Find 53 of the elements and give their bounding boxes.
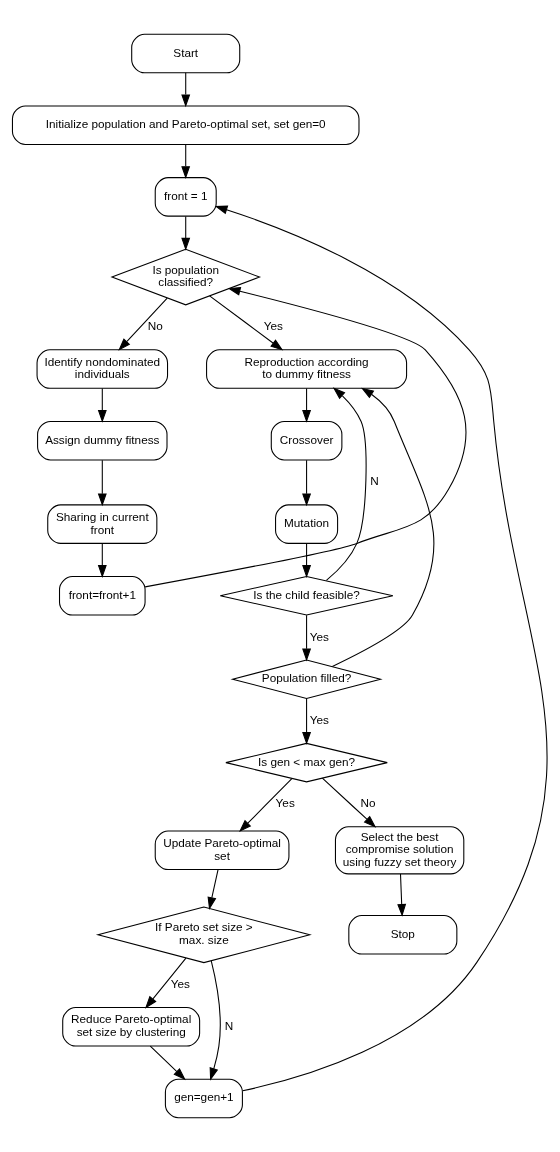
node-box: gen=gen+1 [164, 1078, 243, 1119]
arrow [181, 144, 191, 179]
arrow [97, 542, 107, 578]
arrow [209, 960, 221, 1081]
node-diamond: Is population classified? [110, 248, 262, 306]
arrow [321, 777, 377, 828]
node-diamond: Is gen < max gen? [225, 742, 388, 783]
edge-label: No [147, 319, 163, 333]
edge-label: Yes [309, 629, 329, 643]
node-diamond: If Pareto set size > max. size [95, 906, 312, 964]
arrow [181, 72, 191, 108]
arrow [181, 215, 191, 251]
arrow [144, 286, 467, 588]
arrow [239, 778, 293, 833]
edge-label: Yes [309, 712, 329, 726]
arrow [97, 459, 107, 507]
edge-label: N [224, 1018, 234, 1032]
node-box: Identify nondominated individuals [36, 349, 169, 389]
node-box: Initialize population and Pareto-optimal set, set gen=0 [11, 105, 360, 145]
arrow [209, 295, 284, 351]
node-box: front=front+1 [58, 576, 146, 616]
arrow [97, 387, 107, 423]
arrow [149, 1045, 186, 1081]
node-diamond: Population filled? [230, 659, 383, 699]
edge-label: Yes [170, 977, 190, 991]
arrow [145, 957, 187, 1009]
node-box: Mutation [275, 504, 339, 544]
arrow [302, 614, 312, 662]
node-box: front = 1 [154, 177, 217, 217]
arrow [331, 387, 435, 667]
arrow [118, 297, 168, 351]
arrow [397, 873, 407, 917]
node-diamond: Is the child feasible? [219, 576, 394, 616]
node-box: Assign dummy fitness [37, 420, 168, 461]
edge-label: No [360, 796, 376, 810]
node-box: Start [131, 33, 241, 74]
node-box: Reduce Pareto-optimal set size by clustering [62, 1007, 201, 1047]
arrow [302, 387, 312, 423]
arrow [325, 387, 367, 581]
node-box: Stop [348, 915, 458, 955]
arrow [302, 459, 312, 507]
node-box: Reproduction according to dummy fitness [206, 349, 408, 389]
arrow [302, 542, 312, 578]
arrow [214, 205, 548, 1092]
arrow [207, 869, 219, 910]
edge-label: N [370, 474, 379, 488]
node-box: Select the best compromise solution using fuzzy set theory [334, 826, 465, 875]
node-box: Crossover [270, 420, 343, 461]
edge-label: Yes [275, 796, 295, 810]
node-box: Update Pareto-optimal set [154, 830, 290, 871]
node-box: Sharing in current front [47, 504, 158, 544]
edge-label: Yes [263, 319, 284, 333]
arrow [302, 698, 312, 745]
